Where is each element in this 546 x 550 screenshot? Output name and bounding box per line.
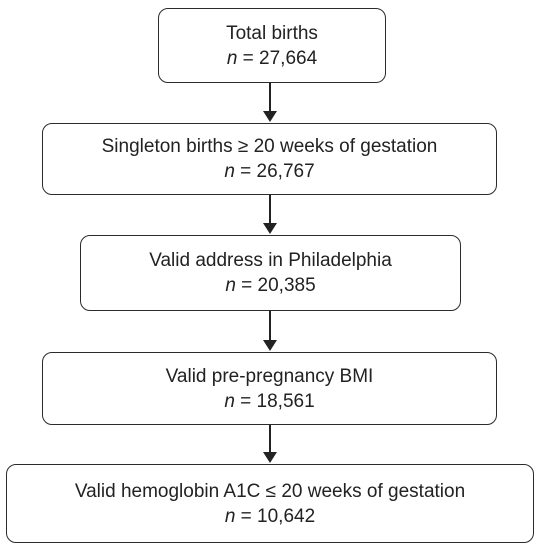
flow-box-valid-address: Valid address in Philadelphia n = 20,385	[80, 235, 461, 311]
n-value: 18,561	[256, 390, 315, 412]
flow-box-label: Singleton births ≥ 20 weeks of gestation	[101, 136, 438, 157]
arrow-shaft	[269, 311, 271, 342]
flow-arrow-2	[263, 195, 277, 234]
flow-box-label: Valid address in Philadelphia	[149, 250, 392, 271]
flow-box-label: Total births	[226, 22, 318, 44]
n-symbol: n	[224, 505, 236, 527]
flow-box-count: n = 20,385	[225, 273, 315, 298]
flow-box-total-births: Total births n = 27,664	[158, 8, 386, 83]
flow-box-count: n = 27,664	[227, 46, 317, 71]
arrow-shaft	[269, 83, 271, 113]
n-relation: =	[234, 161, 257, 182]
arrowhead-icon	[263, 340, 277, 351]
flow-box-count: n = 26,767	[224, 159, 314, 184]
n-value: 26,767	[256, 161, 315, 182]
n-relation: =	[235, 505, 258, 527]
flow-box-label: Valid hemoglobin A1C ≤ 20 weeks of gesta…	[74, 480, 466, 502]
arrow-shaft	[269, 425, 271, 454]
flow-arrow-3	[263, 311, 277, 351]
n-value: 27,664	[259, 47, 318, 69]
flow-box-label: Valid pre-pregnancy BMI	[165, 365, 374, 387]
flow-box-valid-bmi: Valid pre-pregnancy BMI n = 18,561	[42, 352, 497, 425]
arrow-shaft	[269, 195, 271, 225]
n-relation: =	[237, 47, 260, 69]
n-relation: =	[235, 275, 258, 296]
n-symbol: n	[225, 275, 236, 296]
arrowhead-icon	[263, 111, 277, 122]
n-symbol: n	[226, 47, 238, 69]
flow-box-singleton-births: Singleton births ≥ 20 weeks of gestation…	[42, 123, 497, 195]
n-value: 10,642	[257, 505, 316, 527]
arrowhead-icon	[263, 452, 277, 463]
arrowhead-icon	[263, 223, 277, 234]
flow-arrow-1	[263, 83, 277, 122]
flow-arrow-4	[263, 425, 277, 463]
flow-box-count: n = 18,561	[224, 389, 314, 414]
n-relation: =	[234, 390, 257, 412]
n-value: 20,385	[257, 275, 316, 296]
n-symbol: n	[224, 161, 235, 182]
n-symbol: n	[224, 390, 235, 412]
flow-box-valid-hba1c: Valid hemoglobin A1C ≤ 20 weeks of gesta…	[6, 464, 534, 543]
flow-box-count: n = 10,642	[225, 504, 315, 529]
